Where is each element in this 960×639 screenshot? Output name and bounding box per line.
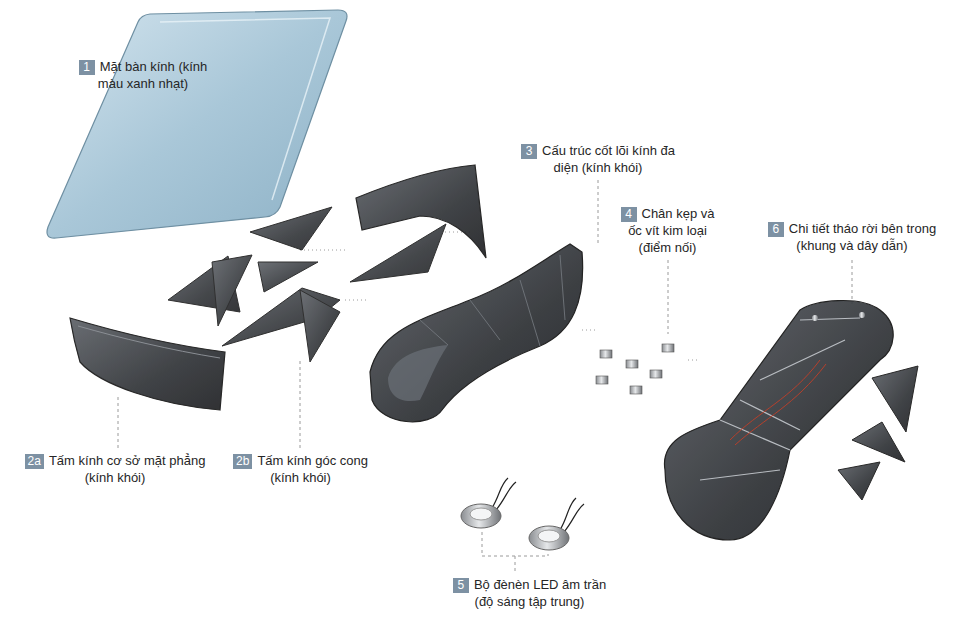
screw: [596, 376, 608, 384]
screw: [626, 360, 638, 368]
core-opening: [388, 345, 448, 401]
flat-glass-panel: [250, 207, 332, 250]
screw: [662, 344, 674, 352]
callout-number: 1: [79, 60, 95, 75]
part-name: Bộ đènèn LED âm trần (độ sáng tập trung): [474, 577, 606, 609]
callout-number: 2a: [25, 454, 44, 469]
callout-label: 5 Bộ đènèn LED âm trần (độ sáng tập trung…: [447, 576, 612, 610]
curved-glass-panel: [356, 165, 486, 258]
callout-label: 4Chân kẹp và ốc vít kim loại (điểm nối): [615, 205, 720, 256]
inner-assembly: [664, 301, 893, 540]
led-wire: [492, 478, 516, 510]
leader-line: [668, 260, 669, 334]
led-housing: [461, 504, 501, 528]
part-name: Mặt bàn kính (kính màu xanh nhạt): [98, 59, 208, 91]
flat-glass-panel: [350, 224, 446, 282]
callout-number: 6: [768, 222, 784, 237]
part-name: Tấm kính cơ sở mặt phẳng (kính khói): [49, 453, 206, 485]
glass-tabletop: [47, 10, 347, 238]
core-glass-structure: [370, 244, 583, 422]
flat-glass-panel: [300, 290, 340, 362]
led-light: [461, 478, 584, 550]
screw: [630, 386, 642, 394]
flat-glass-panel: [212, 255, 252, 326]
screw: [650, 370, 662, 378]
callout-label: 6 Chi tiết tháo rời bên trong (khung và d…: [752, 220, 952, 254]
side-glass-panel: [872, 366, 918, 432]
curved-glass-panel: [70, 318, 225, 410]
callout-label: 3 Cấu trúc cốt lõi kính đa diện (kính khó…: [513, 142, 683, 176]
callout-label: 2a Tấm kính cơ sở mặt phẳng (kính khói): [15, 452, 215, 486]
leader-line: [598, 180, 599, 246]
callout-number: 2b: [233, 454, 252, 469]
callout-number: 3: [521, 144, 537, 159]
part-name: Chân kẹp và ốc vít kim loại (điểm nối): [628, 206, 714, 255]
callout-label: 1Mặt bàn kính (kính màu xanh nhạt): [76, 58, 210, 92]
leader-line: [300, 360, 301, 448]
inner-screw: [812, 315, 818, 321]
inner-wire: [730, 360, 826, 445]
panel-edge: [78, 326, 220, 358]
led-lens: [538, 530, 560, 542]
flat-glass-panel: [258, 262, 318, 292]
glass-highlight: [160, 18, 330, 200]
part-name: Chi tiết tháo rời bên trong (khung và dâ…: [789, 221, 936, 253]
led-lens: [470, 508, 492, 520]
screw: [600, 350, 612, 358]
led-housing: [529, 526, 569, 550]
leader-line: [852, 260, 853, 304]
inner-screw: [859, 312, 865, 318]
led-wire: [560, 498, 584, 532]
part-name: Tấm kính góc cong (kính khói): [257, 453, 368, 485]
callout-number: 5: [453, 578, 469, 593]
part-name: Cấu trúc cốt lõi kính đa diện (kính khói…: [542, 143, 675, 175]
core-facet: [420, 255, 565, 346]
inner-frame: [700, 318, 860, 480]
side-glass-panel: [852, 422, 905, 462]
leader-line: [118, 396, 119, 448]
callout-number: 4: [621, 207, 637, 222]
callout-label: 2b Tấm kính góc cong (kính khói): [228, 452, 373, 486]
side-glass-panel: [838, 462, 880, 500]
